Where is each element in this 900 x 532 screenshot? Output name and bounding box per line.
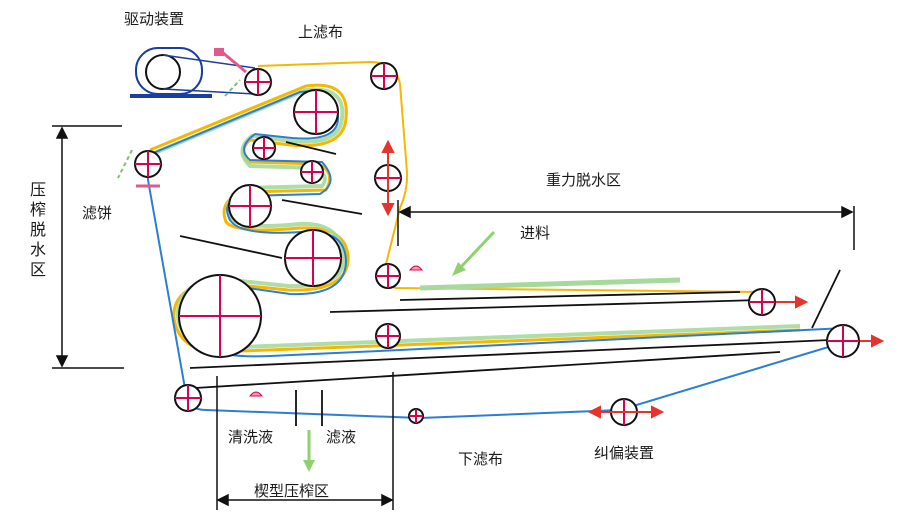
cake-drop-1 [117, 149, 133, 179]
filtrate-arrow [303, 430, 315, 472]
roller-press-4 [228, 184, 272, 228]
guide-3 [179, 235, 283, 259]
roller-press-3 [300, 160, 324, 184]
roller-press-6 [178, 274, 262, 358]
label-wedge-zone: 楔型压榨区 [254, 482, 330, 500]
roller-wedge-in [375, 323, 401, 349]
wedge-lower-plate [194, 351, 781, 389]
arrows [381, 139, 885, 419]
roller-press-1 [293, 89, 339, 135]
cake-drop-2 [224, 79, 241, 97]
label-gravity-zone: 重力脱水区 [546, 171, 622, 189]
rollers [134, 62, 860, 426]
roller-press-5 [284, 229, 342, 287]
label-press-zone: 压榨脱水区 [29, 180, 46, 279]
feed-deposit [419, 277, 681, 291]
frame [179, 141, 841, 426]
roller-drive [244, 68, 272, 96]
guide-1 [285, 141, 337, 155]
roller-feed [375, 263, 401, 289]
drive-belt-bottom [162, 88, 256, 95]
roller-left [134, 150, 162, 178]
gravity-bed-top [399, 291, 741, 301]
spray-nozzles [136, 184, 424, 397]
label-drive-unit: 驱动装置 [124, 10, 185, 28]
label-filter-cake: 滤饼 [82, 204, 113, 222]
wedge-upper-plate [189, 339, 831, 369]
feed-arrow [452, 230, 496, 276]
tension-rod [221, 50, 247, 74]
roller-bottom-left [174, 384, 202, 412]
roller-discharge [826, 324, 860, 358]
label-upper-belt: 上滤布 [298, 23, 344, 41]
roller-gravity-end [748, 288, 776, 316]
label-wash-liquid: 清洗液 [228, 428, 274, 446]
drive-unit [130, 47, 256, 98]
spray-nozzle-lower [248, 391, 264, 397]
guide-2 [281, 199, 363, 215]
dimension-lines [52, 125, 855, 510]
label-feed: 进料 [520, 224, 551, 242]
label-tracking-device: 纠偏装置 [594, 444, 655, 462]
roller-press-2 [252, 136, 276, 160]
tension-block [214, 48, 224, 56]
drive-wheel [145, 54, 181, 90]
label-lower-belt: 下滤布 [458, 450, 504, 468]
scraper [811, 269, 841, 329]
roller-top-right [370, 62, 398, 90]
roller-bottom-small [408, 408, 424, 424]
spray-nozzle-upper [408, 265, 424, 271]
gravity-bed-bottom [329, 299, 761, 313]
label-filtrate: 滤液 [326, 428, 357, 446]
